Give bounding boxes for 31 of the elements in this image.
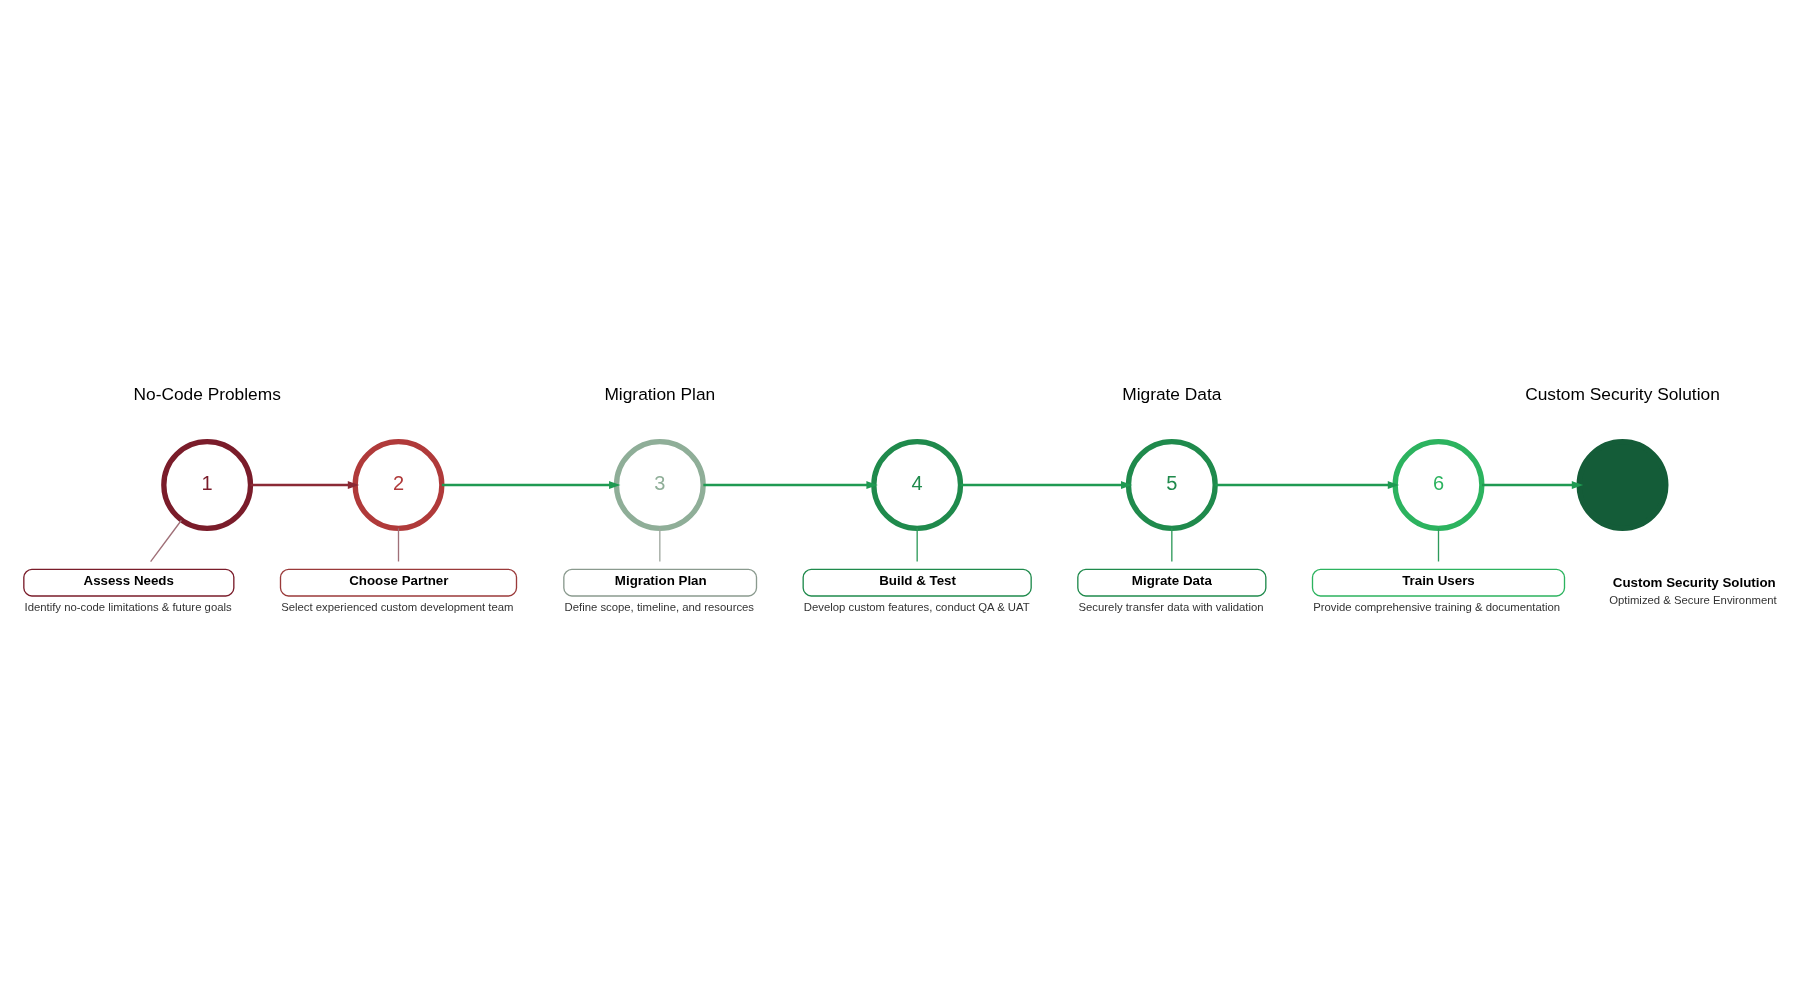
node-label: Provide comprehensive training & documentation — [1313, 600, 1561, 613]
node-label: Define scope, timeline, and resources — [564, 600, 755, 613]
connector — [149, 519, 183, 562]
node-circle: 6 — [1392, 438, 1485, 531]
connector — [916, 527, 918, 562]
arrow — [1482, 480, 1584, 489]
connector — [659, 527, 661, 562]
label: Migrate Data — [1122, 383, 1222, 404]
node-circle: 2 — [352, 438, 445, 531]
node-circle: 5 — [1125, 438, 1218, 531]
connector — [1171, 527, 1173, 562]
node-circle: 4 — [871, 438, 964, 531]
arrow — [1215, 480, 1400, 489]
connector — [397, 527, 400, 562]
connector — [1437, 527, 1440, 562]
node-label: Identify no-code limitations & future goals — [24, 600, 232, 613]
arrow — [703, 480, 878, 489]
label: No-Code Problems — [133, 383, 281, 404]
node-circle: 3 — [613, 438, 706, 531]
node-label: Select experienced custom development team — [281, 600, 514, 613]
node-label: Custom Security Solution — [1612, 574, 1776, 590]
node-label: Develop custom features, conduct QA & UAT — [803, 600, 1030, 613]
label: Custom Security Solution — [1525, 383, 1720, 404]
node-label: Optimized & Secure Environment — [1609, 593, 1777, 606]
arrow — [441, 480, 621, 489]
arrow — [960, 480, 1133, 489]
label: Migration Plan — [604, 383, 716, 404]
arrow — [250, 480, 360, 489]
node-label: Securely transfer data with validation — [1078, 600, 1264, 613]
node-circle — [1576, 438, 1669, 531]
node-circle: 1 — [161, 438, 254, 531]
